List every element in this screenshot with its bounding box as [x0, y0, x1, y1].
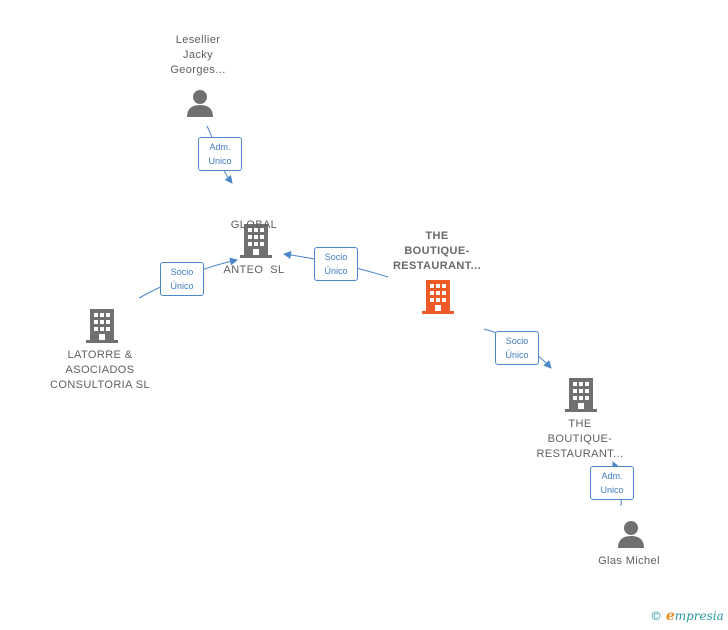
edge-label-adm-unico[interactable]: Adm. Unico	[198, 137, 242, 171]
node-label-the-boutique-sub[interactable]: THE BOUTIQUE- RESTAURANT...	[520, 417, 640, 462]
label-line: THE	[568, 418, 592, 430]
node-label-glas-michel[interactable]: Glas Michel	[579, 554, 679, 569]
building-icon[interactable]	[565, 378, 597, 412]
edge-label-line: Adm.	[209, 142, 231, 152]
label-line: Lesellier	[175, 34, 221, 46]
edge-label-line: Socio	[505, 336, 529, 346]
edge-label-line: Adm.	[601, 471, 623, 481]
node-label-global-anteo[interactable]: GLOBAL ANTEO SL	[204, 188, 304, 293]
edge-label-adm-unico[interactable]: Adm. Unico	[590, 466, 634, 500]
label-line: THE	[425, 230, 449, 242]
label-line: Glas Michel	[598, 555, 660, 567]
edge-label-line: Único	[324, 266, 348, 276]
node-label-the-boutique-main[interactable]: THE BOUTIQUE- RESTAURANT...	[377, 229, 497, 274]
edge-label-socio-unico[interactable]: Socio Único	[314, 247, 358, 281]
label-line: Jacky	[182, 49, 214, 61]
copyright-icon: ©	[650, 609, 662, 623]
edge-label-line: Único	[505, 350, 529, 360]
label-line: RESTAURANT...	[392, 260, 482, 272]
label-line: LATORRE &	[67, 349, 133, 361]
edge-label-line: Unico	[208, 156, 232, 166]
label-line: BOUTIQUE-	[404, 245, 470, 257]
node-label-latorre[interactable]: LATORRE & ASOCIADOS CONSULTORIA SL	[40, 348, 160, 393]
edge-label-socio-unico[interactable]: Socio Único	[495, 331, 539, 365]
edge-label-line: Unico	[600, 485, 624, 495]
edge-label-line: Socio	[170, 267, 194, 277]
building-icon[interactable]	[240, 224, 272, 258]
building-icon-focus[interactable]	[422, 280, 454, 314]
brand-logo-initial: e	[665, 608, 675, 624]
person-icon[interactable]	[618, 521, 644, 548]
label-line: ANTEO SL	[223, 264, 285, 276]
label-line: Georges...	[170, 64, 226, 76]
copyright-brand: © empresia	[650, 608, 724, 624]
node-label-lesellier[interactable]: Lesellier Jacky Georges...	[148, 33, 248, 78]
building-icon[interactable]	[86, 309, 118, 343]
label-line: BOUTIQUE-	[547, 433, 613, 445]
edge-label-line: Único	[170, 281, 194, 291]
edge-label-socio-unico[interactable]: Socio Único	[160, 262, 204, 296]
person-icon[interactable]	[187, 90, 213, 117]
label-line: GLOBAL	[230, 219, 278, 231]
label-line: RESTAURANT...	[536, 448, 624, 460]
edge-label-line: Socio	[324, 252, 348, 262]
label-line: ASOCIADOS	[65, 364, 135, 376]
brand-logo-text: mpresia	[674, 609, 724, 623]
label-line: CONSULTORIA SL	[50, 379, 150, 391]
